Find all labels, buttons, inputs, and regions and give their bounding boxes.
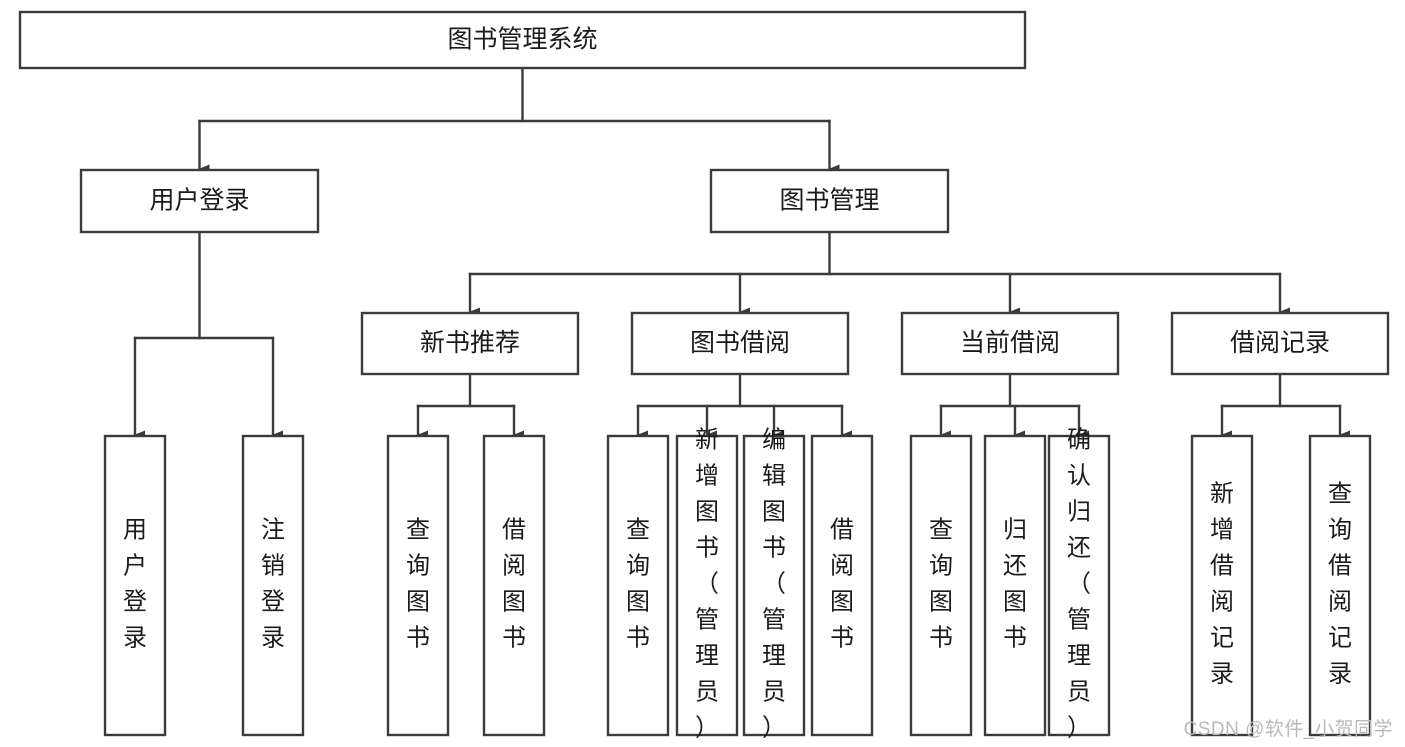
node-leaf-borrow-book-rec[interactable]: 借阅图书 [482, 434, 546, 737]
node-borrow-record[interactable]: 借阅记录 [1170, 311, 1390, 376]
edge-group-book-borrow [636, 372, 852, 440]
node-leaf-query-book-rec[interactable]: 查询图书 [386, 434, 450, 737]
edge-group-current-borrow [939, 372, 1089, 440]
node-label-leaf-return-book: 归还图书 [1003, 517, 1027, 652]
node-leaf-query-book-bw[interactable]: 查询图书 [606, 434, 670, 737]
node-box-leaf-user-login [103, 434, 167, 737]
node-box-leaf-edit-book [742, 434, 806, 737]
node-label-leaf-confirm-return: 确认归还（管理员） [1067, 427, 1091, 742]
node-leaf-confirm-return[interactable]: 确认归还（管理员） [1047, 427, 1111, 742]
node-leaf-query-record[interactable]: 查询借阅记录 [1308, 434, 1372, 737]
node-box-current-borrow [900, 311, 1120, 376]
node-label-leaf-query-book-bw: 查询图书 [626, 517, 650, 652]
node-box-leaf-add-book [675, 434, 739, 737]
node-book-manage[interactable]: 图书管理 [709, 168, 950, 234]
node-box-leaf-add-record [1190, 434, 1254, 737]
node-box-leaf-query-book-bw [606, 434, 670, 737]
edge-group-user-login [133, 230, 283, 440]
node-leaf-query-book-cb[interactable]: 查询图书 [909, 434, 973, 737]
node-box-borrow-record [1170, 311, 1390, 376]
edge-group-new-book-rec [416, 372, 524, 440]
node-label-current-borrow: 当前借阅 [960, 329, 1060, 357]
node-box-book-borrow [630, 311, 850, 376]
node-leaf-edit-book[interactable]: 编辑图书（管理员） [742, 427, 806, 742]
node-box-leaf-confirm-return [1047, 434, 1111, 737]
node-leaf-borrow-book-bw[interactable]: 借阅图书 [810, 434, 874, 737]
node-box-new-book-rec [360, 311, 580, 376]
nodes-layer: 图书管理系统用户登录图书管理新书推荐图书借阅当前借阅借阅记录用户登录注销登录查询… [18, 10, 1390, 742]
edge-group-root [198, 66, 840, 174]
node-label-user-login: 用户登录 [149, 187, 249, 215]
node-label-root: 图书管理系统 [447, 26, 597, 54]
node-label-leaf-add-record: 新增借阅记录 [1210, 481, 1234, 688]
node-label-leaf-add-book: 新增图书（管理员） [695, 427, 719, 742]
node-label-leaf-query-record: 查询借阅记录 [1328, 481, 1352, 688]
node-box-leaf-borrow-book-rec [482, 434, 546, 737]
node-box-leaf-query-record [1308, 434, 1372, 737]
node-leaf-add-book[interactable]: 新增图书（管理员） [675, 427, 739, 742]
node-leaf-add-record[interactable]: 新增借阅记录 [1190, 434, 1254, 737]
node-label-leaf-query-book-rec: 查询图书 [406, 517, 430, 652]
node-label-leaf-user-login: 用户登录 [123, 517, 147, 652]
node-label-leaf-user-logout: 注销登录 [261, 517, 285, 652]
node-label-borrow-record: 借阅记录 [1230, 329, 1330, 357]
edges-layer [133, 66, 1350, 440]
node-box-user-login [79, 168, 320, 234]
node-box-leaf-query-book-rec [386, 434, 450, 737]
node-label-new-book-rec: 新书推荐 [420, 329, 520, 357]
node-label-book-manage: 图书管理 [779, 187, 879, 215]
node-root[interactable]: 图书管理系统 [18, 10, 1027, 70]
node-leaf-user-logout[interactable]: 注销登录 [241, 434, 305, 737]
node-new-book-rec[interactable]: 新书推荐 [360, 311, 580, 376]
node-current-borrow[interactable]: 当前借阅 [900, 311, 1120, 376]
node-label-book-borrow: 图书借阅 [690, 329, 790, 357]
node-box-leaf-return-book [983, 434, 1047, 737]
node-box-leaf-borrow-book-bw [810, 434, 874, 737]
node-box-leaf-query-book-cb [909, 434, 973, 737]
node-label-leaf-borrow-book-bw: 借阅图书 [830, 517, 854, 652]
edge-group-book-manage [468, 230, 1290, 317]
node-leaf-return-book[interactable]: 归还图书 [983, 434, 1047, 737]
node-label-leaf-edit-book: 编辑图书（管理员） [762, 427, 786, 742]
node-box-leaf-user-logout [241, 434, 305, 737]
edge-group-borrow-record [1220, 372, 1350, 440]
node-label-leaf-borrow-book-rec: 借阅图书 [502, 517, 526, 652]
node-user-login[interactable]: 用户登录 [79, 168, 320, 234]
node-box-book-manage [709, 168, 950, 234]
node-leaf-user-login[interactable]: 用户登录 [103, 434, 167, 737]
node-book-borrow[interactable]: 图书借阅 [630, 311, 850, 376]
node-box-root [18, 10, 1027, 70]
node-label-leaf-query-book-cb: 查询图书 [929, 517, 953, 652]
